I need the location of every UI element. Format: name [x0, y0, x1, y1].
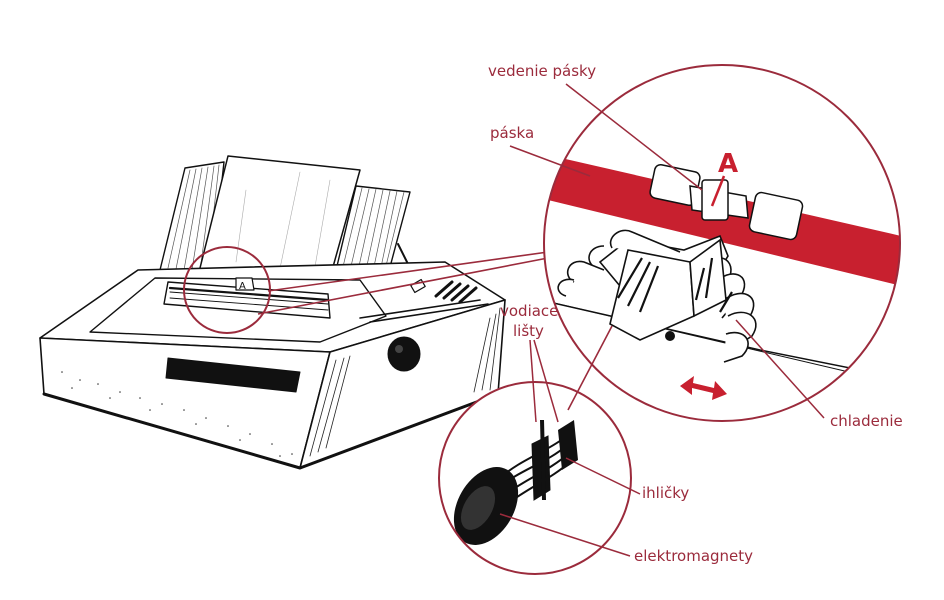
leader-rails-a: [529, 339, 537, 423]
ribbon-band: [548, 155, 900, 288]
label-guide-rails-line1: vodiace: [500, 302, 558, 320]
leader-needles: [565, 457, 641, 495]
leader-electromagnets: [499, 513, 631, 557]
leader-ribbon: [509, 145, 591, 177]
bottom-edge-shadow: [42, 392, 500, 470]
needle-arrow: [710, 175, 726, 207]
head-fins: [557, 229, 757, 363]
connector-line-small: [567, 325, 613, 411]
label-ribbon-guide: vedenie pásky: [488, 62, 596, 80]
vent-slots: [434, 280, 478, 304]
label-guide-rails-line2: lišty: [513, 322, 544, 340]
label-needles: ihličky: [642, 484, 689, 502]
leader-rails-b: [533, 339, 559, 423]
motion-arrow: [680, 376, 727, 400]
platen-knob: [387, 336, 421, 372]
connector-line-bottom: [257, 257, 549, 315]
printer-front: [39, 337, 331, 469]
printer-head-letter: A: [239, 281, 246, 292]
label-electromagnets: elektromagnety: [634, 547, 753, 565]
head-hole: [665, 331, 675, 341]
label-ribbon: páska: [490, 124, 534, 142]
printer-print-head: [235, 277, 255, 291]
leader-ribbon-guide: [565, 83, 703, 191]
connector-line-top: [267, 251, 549, 292]
front-slot: [165, 357, 301, 393]
leader-lines: [499, 83, 825, 557]
front-shading: [61, 371, 293, 457]
detail-letter: A: [718, 149, 738, 179]
needle-tip-block: [558, 420, 578, 470]
side-shading: [309, 307, 501, 457]
detail-circle-large: [543, 64, 901, 422]
print-head-detail: A: [544, 65, 900, 421]
leader-cooling: [735, 319, 825, 419]
fin-shading: [617, 257, 733, 313]
detail-circle-small: [438, 381, 632, 575]
electromagnet-detail: [439, 382, 631, 574]
label-cooling: chladenie: [830, 412, 903, 430]
